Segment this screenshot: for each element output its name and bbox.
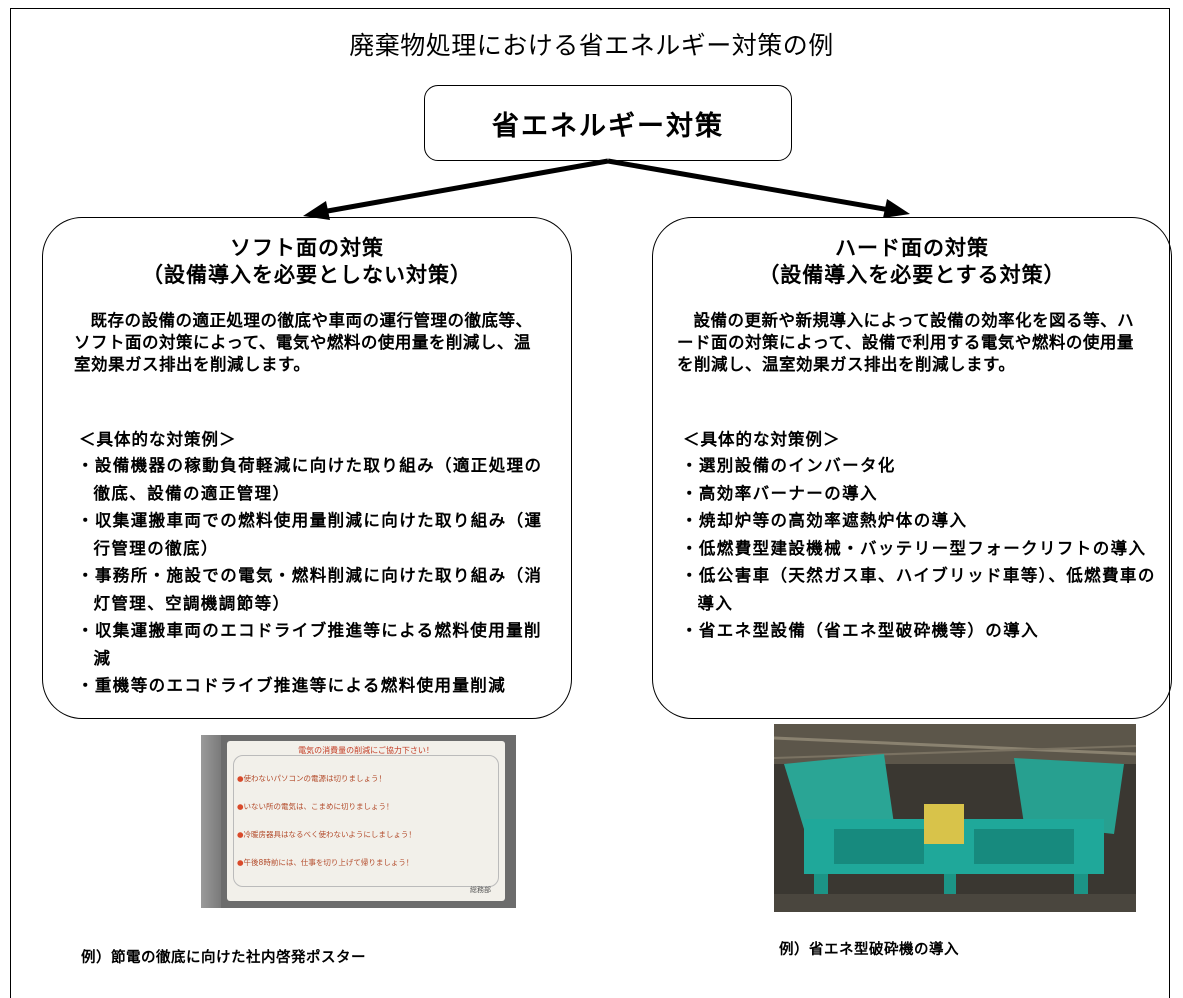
- list-item: ・低燃費型建設機械・バッテリー型フォークリフトの導入: [681, 538, 1147, 558]
- poster-photo: 電気の消費量の削減にご協力下さい！ ●使わないパソコンの電源は切りましょう！ ●…: [201, 735, 516, 908]
- poster-line: ●冷暖房器具はなるべく使わないようにしましょう！: [237, 830, 416, 839]
- crusher-photo: [774, 724, 1136, 912]
- hard-examples-heading: ＜具体的な対策例＞: [683, 430, 841, 449]
- arrow-left-shaft: [321, 158, 609, 215]
- poster-heading: 電気の消費量の削減にご協力下さい！: [298, 746, 434, 755]
- soft-examples-list: ・設備機器の稼動負荷軽減に向けた取り組み（適正処理の徹底、設備の適正管理） ・収…: [77, 452, 557, 700]
- poster-lines: ●使わないパソコンの電源は切りましょう！ ●いない所の電気は、こまめに切りましょ…: [237, 765, 416, 877]
- poster-signature: 総務部: [470, 886, 491, 894]
- hard-heading-line2: （設備導入を必要とする対策）: [758, 263, 1066, 287]
- list-item: ・事務所・施設での電気・燃料削減に向けた取り組み（消灯管理、空調機調節等）: [77, 566, 543, 613]
- poster-line: ●使わないパソコンの電源は切りましょう！: [237, 774, 387, 783]
- page-title: 廃棄物処理における省エネルギー対策の例: [349, 31, 834, 60]
- soft-examples-heading: ＜具体的な対策例＞: [79, 430, 237, 449]
- soft-photo-caption: 例）節電の徹底に向けた社内啓発ポスター: [81, 950, 366, 966]
- list-item: ・低公害車（天然ガス車、ハイブリッド車等）、低燃費車の導入: [681, 566, 1156, 613]
- soft-measures-description: 既存の設備の適正処理の徹底や車両の運行管理の徹底等、ソフト面の対策によって、電気…: [74, 311, 533, 374]
- list-item: ・選別設備のインバータ化: [681, 456, 896, 475]
- poster-line: ●いない所の電気は、こまめに切りましょう！: [237, 802, 394, 811]
- hard-examples-list: ・選別設備のインバータ化 ・高効率バーナーの導入 ・焼却炉等の高効率遮熱炉体の導…: [681, 452, 1161, 645]
- arrow-right-head: [883, 199, 910, 218]
- poster-line: ●午後8時前には、仕事を切り上げて帰りましょう！: [237, 858, 414, 867]
- list-item: ・収集運搬車両での燃料使用量削減に向けた取り組み（運行管理の徹底）: [77, 511, 543, 558]
- top-box-label: 省エネルギー対策: [492, 110, 724, 142]
- list-item: ・焼却炉等の高効率遮熱炉体の導入: [681, 511, 968, 530]
- hard-heading-line1: ハード面の対策: [835, 236, 989, 260]
- arrow-left-head: [303, 201, 330, 220]
- list-item: ・収集運搬車両のエコドライブ推進等による燃料使用量削減: [77, 621, 542, 668]
- poster-wall-edge: [201, 735, 221, 908]
- soft-heading-line1: ソフト面の対策: [230, 236, 384, 260]
- hard-measures-description: 設備の更新や新規導入によって設備の効率化を図る等、ハード面の対策によって、設備で…: [677, 311, 1135, 374]
- branch-arrows: [303, 158, 910, 220]
- soft-measures-panel: ソフト面の対策 （設備導入を必要としない対策） 既存の設備の適正処理の徹底や車両…: [42, 217, 572, 966]
- soft-measures-heading: ソフト面の対策 （設備導入を必要としない対策）: [43, 235, 571, 289]
- crusher-machine-illustration: [774, 724, 1136, 912]
- top-box-energy-saving: 省エネルギー対策: [424, 85, 792, 161]
- soft-heading-line2: （設備導入を必要としない対策）: [142, 263, 472, 287]
- list-item: ・高効率バーナーの導入: [681, 483, 878, 503]
- list-item: ・重機等のエコドライブ推進等による燃料使用量削減: [77, 676, 507, 695]
- list-item: ・省エネ型設備（省エネ型破砕機等）の導入: [681, 621, 1039, 640]
- arrow-right-shaft: [607, 158, 891, 213]
- hard-photo-caption: 例）省エネ型破砕機の導入: [779, 942, 959, 958]
- hard-measures-panel: ハード面の対策 （設備導入を必要とする対策） 設備の更新や新規導入によって設備の…: [652, 217, 1172, 958]
- poster-sheet: 電気の消費量の削減にご協力下さい！ ●使わないパソコンの電源は切りましょう！ ●…: [227, 741, 505, 901]
- poster-inner-frame: [233, 755, 499, 887]
- list-item: ・設備機器の稼動負荷軽減に向けた取り組み（適正処理の徹底、設備の適正管理）: [77, 456, 543, 503]
- outer-frame: [10, 8, 1170, 998]
- hard-measures-heading: ハード面の対策 （設備導入を必要とする対策）: [653, 235, 1171, 289]
